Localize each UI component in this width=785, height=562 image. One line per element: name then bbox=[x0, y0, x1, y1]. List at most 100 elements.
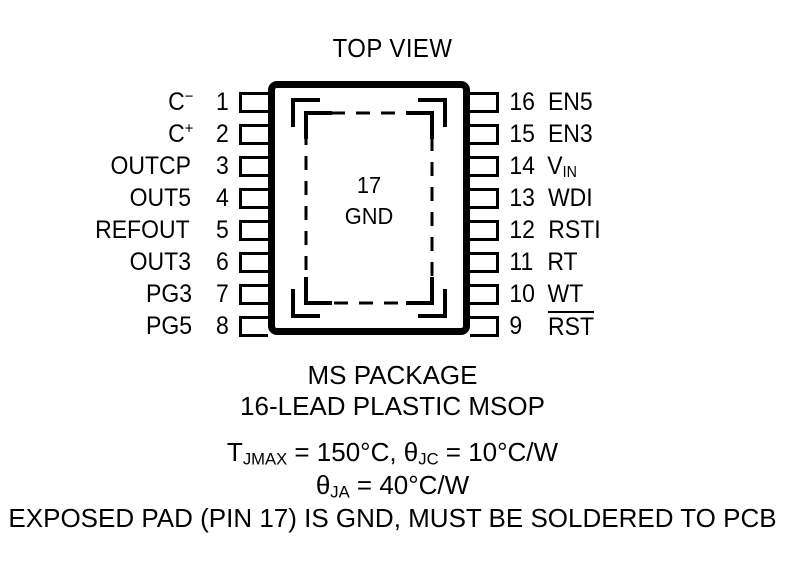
pin-label-superscript: + bbox=[184, 120, 193, 138]
pin-lead bbox=[470, 315, 499, 337]
pin-label-text: RSTI bbox=[548, 215, 601, 244]
pin-row-1: C− 1 bbox=[0, 86, 268, 118]
top-view-title: TOP VIEW bbox=[332, 33, 453, 63]
pin-lead bbox=[239, 315, 268, 337]
pin-lead bbox=[470, 251, 499, 273]
pin-row-9: 9 RST bbox=[470, 310, 785, 342]
theta-ja-symbol: θ bbox=[315, 470, 331, 500]
pin-label-superscript: − bbox=[184, 88, 193, 106]
pin-label-text: REFOUT bbox=[95, 215, 190, 244]
exposed-pad-note: EXPOSED PAD (PIN 17) IS GND, MUST BE SOL… bbox=[0, 503, 785, 534]
exposed-pad-pin-number: 17 bbox=[356, 172, 382, 198]
package-name-text: MS PACKAGE bbox=[307, 360, 478, 390]
pin-number: 7 bbox=[216, 279, 229, 308]
pin-label-text: RT bbox=[547, 247, 578, 276]
pin-label: RST bbox=[548, 310, 594, 342]
pin-label-text: WDI bbox=[547, 183, 593, 212]
package-name-caption: MS PACKAGE bbox=[0, 360, 785, 391]
theta-jc-subscript: JC bbox=[418, 449, 439, 469]
exposed-pad-pin-name: GND bbox=[344, 203, 394, 229]
pin-label-text: OUTCP bbox=[110, 151, 191, 180]
thermal-spec-2-text: θJA = 40°C/W bbox=[316, 470, 469, 500]
pin-row-14: 14 VIN bbox=[470, 150, 785, 182]
package-description-text: 16-LEAD PLASTIC MSOP bbox=[240, 391, 545, 421]
pin-number: 8 bbox=[216, 311, 229, 340]
pin-label: WDI bbox=[548, 184, 593, 213]
thermal-spec-line-2: θJA = 40°C/W bbox=[0, 470, 785, 501]
pin-lead bbox=[239, 283, 268, 305]
pin-label-text: PG3 bbox=[145, 279, 192, 308]
pin-row-13: 13 WDI bbox=[470, 182, 785, 214]
thermal-spec-line-1: TJMAX = 150°C, θJC = 10°C/W bbox=[0, 437, 785, 468]
package-description-caption: 16-LEAD PLASTIC MSOP bbox=[0, 391, 785, 422]
pin-row-3: OUTCP 3 bbox=[0, 150, 268, 182]
pin-label: REFOUT bbox=[95, 216, 190, 245]
pin-label-text: V bbox=[547, 151, 563, 180]
pin-label: EN5 bbox=[548, 88, 593, 117]
pin-label: OUTCP bbox=[110, 152, 191, 181]
pin-number: 4 bbox=[216, 183, 229, 212]
pin-label-text: OUT5 bbox=[129, 183, 192, 212]
pin-label: WT bbox=[548, 280, 584, 309]
tjmax-value-and-theta-jc: = 150°C, θ bbox=[287, 437, 419, 467]
pin-label: VIN bbox=[547, 152, 577, 181]
pin-row-11: 11 RT bbox=[470, 246, 785, 278]
pin-lead bbox=[239, 155, 268, 177]
pin-label: C+ bbox=[168, 120, 193, 149]
pin-label-text: EN5 bbox=[547, 87, 593, 116]
pin-number: 3 bbox=[216, 151, 229, 180]
pin-label-text: C bbox=[167, 119, 185, 148]
pin-number: 14 bbox=[509, 151, 535, 180]
pin-label: PG5 bbox=[146, 312, 192, 341]
pin-number: 11 bbox=[509, 247, 534, 276]
pin-row-7: PG3 7 bbox=[0, 278, 268, 310]
pin-label-text: PG5 bbox=[145, 311, 192, 340]
pin-label: RT bbox=[547, 248, 577, 277]
pin-row-2: C+2 bbox=[0, 118, 268, 150]
pin-number: 6 bbox=[216, 247, 229, 276]
pin-lead bbox=[470, 219, 499, 241]
pin-label-text: WT bbox=[547, 279, 584, 308]
theta-ja-value: = 40°C/W bbox=[349, 470, 470, 500]
pin-label-text: RST bbox=[548, 312, 594, 341]
pin-number: 9 bbox=[509, 311, 523, 340]
pin-label-subscript: IN bbox=[562, 163, 577, 181]
exposed-pad-label: 17 GND bbox=[294, 170, 444, 232]
pin-lead bbox=[470, 123, 499, 145]
pin-lead bbox=[470, 91, 499, 113]
pin-row-8: PG5 8 bbox=[0, 310, 268, 342]
pin-label-text: OUT3 bbox=[129, 247, 192, 276]
pin-lead bbox=[239, 251, 268, 273]
pin-row-10: 10 WT bbox=[470, 278, 785, 310]
pin-row-5: REFOUT 5 bbox=[0, 214, 268, 246]
pin-lead bbox=[239, 123, 268, 145]
pin-lead bbox=[239, 187, 268, 209]
pin-label: OUT5 bbox=[130, 184, 191, 213]
pin-number: 13 bbox=[509, 183, 535, 212]
pin-number: 5 bbox=[216, 215, 229, 244]
pin-label: PG3 bbox=[146, 280, 192, 309]
theta-jc-value: = 10°C/W bbox=[438, 437, 559, 467]
pin-row-4: OUT5 4 bbox=[0, 182, 268, 214]
exposed-pad-note-text: EXPOSED PAD (PIN 17) IS GND, MUST BE SOL… bbox=[8, 503, 777, 533]
pin-label: OUT3 bbox=[130, 248, 191, 277]
pin-number: 12 bbox=[509, 215, 535, 244]
theta-ja-subscript: JA bbox=[330, 482, 350, 502]
pin-lead bbox=[470, 187, 499, 209]
pin-row-6: OUT3 6 bbox=[0, 246, 268, 278]
pin-row-16: 16 EN5 bbox=[470, 86, 785, 118]
pin-label-text: C bbox=[167, 87, 185, 116]
pin-label-text: EN3 bbox=[547, 119, 593, 148]
pin-number: 16 bbox=[509, 87, 535, 116]
pin-number: 10 bbox=[509, 279, 535, 308]
pin-lead bbox=[470, 283, 499, 305]
pin-lead bbox=[239, 91, 268, 113]
thermal-spec-1-text: TJMAX = 150°C, θJC = 10°C/W bbox=[227, 437, 558, 467]
pin-number: 1 bbox=[216, 87, 229, 116]
pin-lead bbox=[470, 155, 499, 177]
tjmax-symbol: T bbox=[226, 437, 243, 467]
pin-row-12: 12 RSTI bbox=[470, 214, 785, 246]
pin-label: C− bbox=[168, 88, 193, 117]
